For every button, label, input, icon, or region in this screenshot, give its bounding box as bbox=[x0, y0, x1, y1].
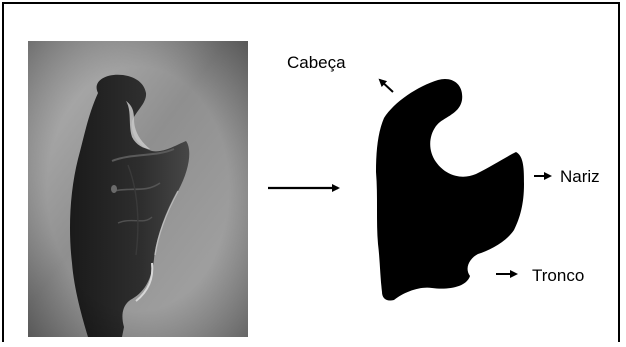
trunk-label: Tronco bbox=[532, 266, 584, 285]
head-pointer-arrow bbox=[380, 80, 393, 92]
nose-label: Nariz bbox=[560, 167, 600, 186]
silhouette-shape bbox=[376, 79, 524, 301]
head-label: Cabeça bbox=[287, 53, 346, 72]
